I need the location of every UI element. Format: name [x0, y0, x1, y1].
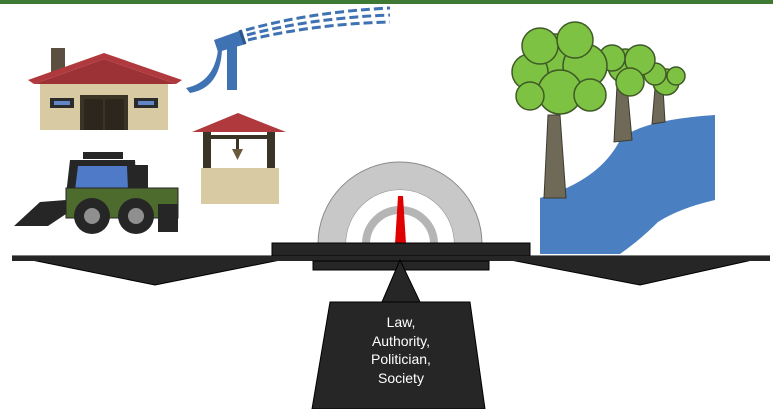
balance-scale-icon — [11, 242, 771, 409]
pedestal-line: Society — [378, 369, 424, 386]
water-tap-icon — [186, 29, 247, 93]
river-icon — [540, 115, 715, 254]
pedestal-line: Law, — [386, 314, 416, 330]
pedestal-line: Politician, — [371, 351, 431, 367]
pedestal-label: Law, Authority, Politician, Society — [338, 313, 464, 387]
water-spray-icon — [245, 6, 391, 42]
tractor-icon — [14, 152, 179, 234]
well-icon — [192, 113, 286, 204]
tree-icon — [511, 21, 686, 199]
pedestal-line: Authority, — [371, 332, 431, 349]
house-icon — [28, 48, 182, 130]
top-border-bar — [0, 0, 773, 4]
gauge-needle-icon — [395, 196, 406, 244]
